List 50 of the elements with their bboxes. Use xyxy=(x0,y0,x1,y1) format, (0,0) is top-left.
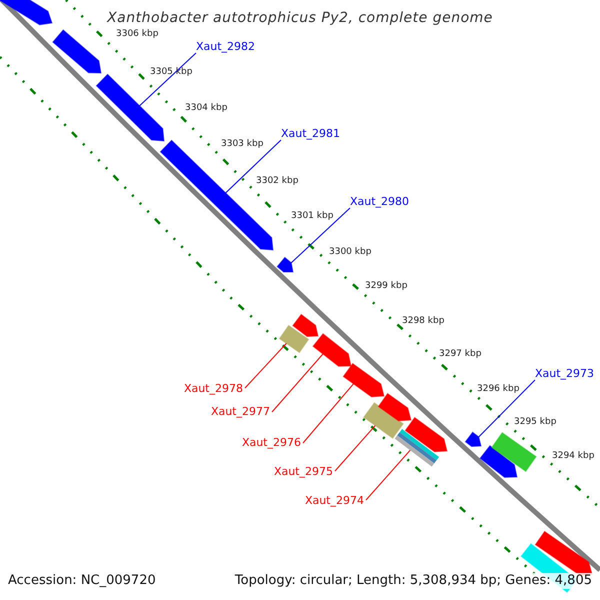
gene-name-label: Xaut_2976 xyxy=(242,436,301,450)
tick-label: 3303 kbp xyxy=(221,139,264,150)
gene-stripes xyxy=(394,429,440,467)
gene-name-label: Xaut_2977 xyxy=(210,405,270,419)
gene-feature xyxy=(404,416,448,452)
gene-feature xyxy=(52,29,102,74)
gene-feature xyxy=(312,333,352,367)
tick-label: 3306 kbp xyxy=(116,29,158,40)
gene-feature xyxy=(96,74,165,142)
gene-name-label: Xaut_2973 xyxy=(535,367,594,381)
leader-line xyxy=(366,450,411,500)
tick-label: 3297 kbp xyxy=(439,349,482,360)
tick-label: 3301 kbp xyxy=(291,211,334,222)
tick-label: 3305 kbp xyxy=(150,67,192,78)
tick-label: 3296 kbp xyxy=(477,384,520,395)
leader-line xyxy=(302,383,354,444)
footer-info-text: Topology: circular; Length: 5,308,934 bp; Genes: 4,805 xyxy=(232,573,594,589)
diagram-title: Xanthobacter autotrophicus Py2, complete genome xyxy=(106,9,494,27)
gene-feature xyxy=(534,530,593,576)
gene-block xyxy=(278,324,310,354)
tick-label: 3298 kbp xyxy=(402,316,444,327)
tick-label: 3295 kbp xyxy=(514,417,556,428)
gene-name-label: Xaut_2982 xyxy=(196,40,256,54)
gene-name-label: Xaut_2975 xyxy=(274,465,333,479)
leader-line xyxy=(225,140,282,194)
tick-label: 3302 kbp xyxy=(256,176,298,187)
gene-feature xyxy=(378,392,412,422)
tick-label: 3300 kbp xyxy=(329,247,372,258)
leader-line xyxy=(244,342,287,388)
leader-line xyxy=(478,380,536,438)
leader-line xyxy=(139,52,196,106)
gene-name-label: Xaut_2981 xyxy=(281,127,340,141)
gene-feature xyxy=(0,0,53,26)
gene-feature xyxy=(276,256,294,272)
leader-line xyxy=(334,425,376,472)
leader-line xyxy=(272,354,324,412)
gene-name-label: Xaut_2978 xyxy=(184,382,243,396)
tick-label: 3304 kbp xyxy=(185,103,228,114)
tick-label: 3294 kbp xyxy=(552,451,594,462)
gene-feature xyxy=(292,314,319,337)
gene-name-label: Xaut_2980 xyxy=(350,195,410,209)
gene-feature xyxy=(479,445,518,478)
gene-block xyxy=(363,402,404,439)
gene-block xyxy=(491,432,537,472)
gene-feature xyxy=(342,362,385,398)
leader-line xyxy=(290,208,350,264)
gene-name-label: Xaut_2974 xyxy=(304,494,364,508)
footer-info-text: Accession: NC_009720 xyxy=(6,573,158,589)
gene-feature xyxy=(464,432,482,447)
tick-label: 3299 kbp xyxy=(365,281,408,292)
